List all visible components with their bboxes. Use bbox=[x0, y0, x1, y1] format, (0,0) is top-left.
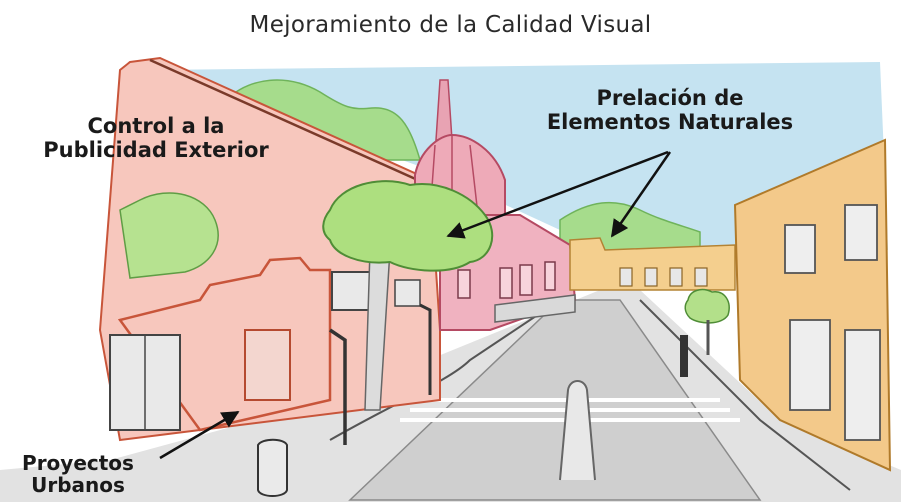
label-control-publicidad-line1: Control a la bbox=[87, 114, 225, 138]
storefront-outline bbox=[117, 256, 332, 432]
bush-left bbox=[119, 192, 219, 279]
median-post bbox=[559, 380, 596, 481]
label-control-publicidad: Control a la Publicidad Exterior bbox=[6, 114, 306, 162]
diagram-title: Mejoramiento de la Calidad Visual bbox=[249, 12, 652, 38]
building-left bbox=[98, 56, 441, 442]
label-control-publicidad-line2: Publicidad Exterior bbox=[43, 138, 269, 162]
far-buildings bbox=[569, 237, 736, 291]
big-tree-canopy bbox=[322, 180, 494, 272]
label-proyectos-urbanos: Proyectos Urbanos bbox=[8, 452, 148, 496]
arrow-to-storefront bbox=[159, 410, 240, 460]
arrow-to-hills bbox=[610, 151, 672, 238]
storefront-door bbox=[244, 329, 291, 401]
balcony bbox=[494, 294, 576, 323]
upper-window bbox=[331, 271, 373, 311]
small-tree-canopy bbox=[684, 288, 730, 324]
arrow-to-tree bbox=[446, 150, 669, 239]
bollard-right bbox=[680, 335, 688, 377]
church-windows bbox=[457, 261, 556, 299]
label-prelacion-naturales-line1: Prelación de bbox=[596, 86, 744, 110]
building-left-roofline bbox=[149, 58, 441, 192]
trash-bin bbox=[257, 438, 288, 497]
far-windows bbox=[619, 267, 708, 287]
label-proyectos-urbanos-line2: Urbanos bbox=[31, 473, 125, 497]
right-windows bbox=[784, 204, 881, 441]
street-lamp bbox=[329, 328, 347, 445]
label-prelacion-naturales: Prelación de Elementos Naturales bbox=[505, 86, 835, 134]
small-window bbox=[394, 279, 421, 307]
label-proyectos-urbanos-line1: Proyectos bbox=[22, 451, 134, 475]
street-lamp-2 bbox=[419, 303, 432, 395]
label-prelacion-naturales-line2: Elementos Naturales bbox=[546, 110, 794, 134]
